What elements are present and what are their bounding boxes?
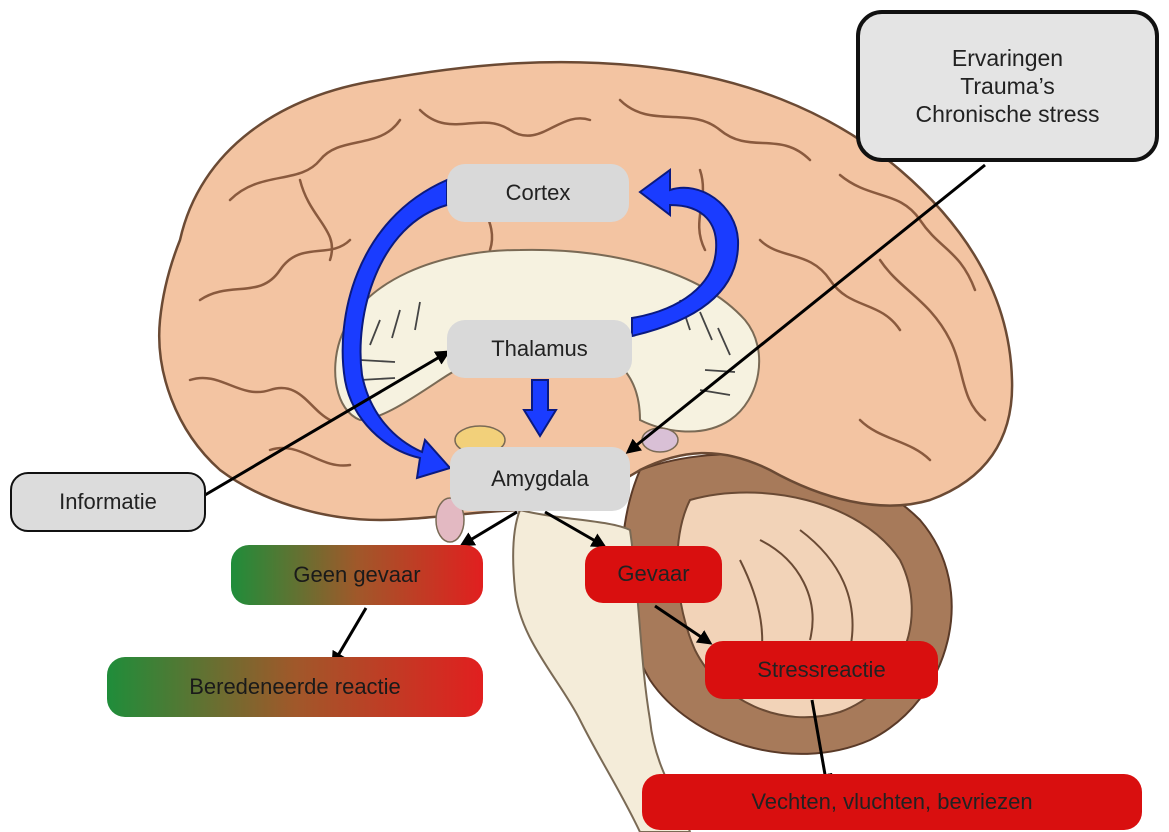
experiences-box: Ervaringen Trauma’s Chronische stress <box>856 10 1159 162</box>
experiences-line-3: Chronische stress <box>915 100 1099 128</box>
gevaar-label: Gevaar <box>617 561 689 587</box>
geen-gevaar-box: Geen gevaar <box>231 545 483 605</box>
stressreactie-box: Stressreactie <box>705 641 938 699</box>
cortex-label: Cortex <box>506 180 571 206</box>
geen-gevaar-label: Geen gevaar <box>293 562 420 588</box>
beredeneerde-reactie-label: Beredeneerde reactie <box>189 674 401 700</box>
stressreactie-label: Stressreactie <box>757 657 885 683</box>
cortex-box: Cortex <box>447 164 629 222</box>
thalamus-box: Thalamus <box>447 320 632 378</box>
experiences-line-1: Ervaringen <box>952 44 1063 72</box>
gevaar-box: Gevaar <box>585 546 722 603</box>
arrow-geen-gevaar-to-beredeneerde <box>333 608 366 664</box>
experiences-line-2: Trauma’s <box>960 72 1055 100</box>
amygdala-box: Amygdala <box>450 447 630 511</box>
thalamus-label: Thalamus <box>491 336 588 362</box>
informatie-label: Informatie <box>59 489 157 515</box>
amygdala-label: Amygdala <box>491 466 589 492</box>
vechten-box: Vechten, vluchten, bevriezen <box>642 774 1142 830</box>
arrow-amygdala-to-geen-gevaar <box>462 512 517 545</box>
vechten-label: Vechten, vluchten, bevriezen <box>751 789 1032 815</box>
pineal <box>642 428 678 452</box>
informatie-box: Informatie <box>10 472 206 532</box>
beredeneerde-reactie-box: Beredeneerde reactie <box>107 657 483 717</box>
